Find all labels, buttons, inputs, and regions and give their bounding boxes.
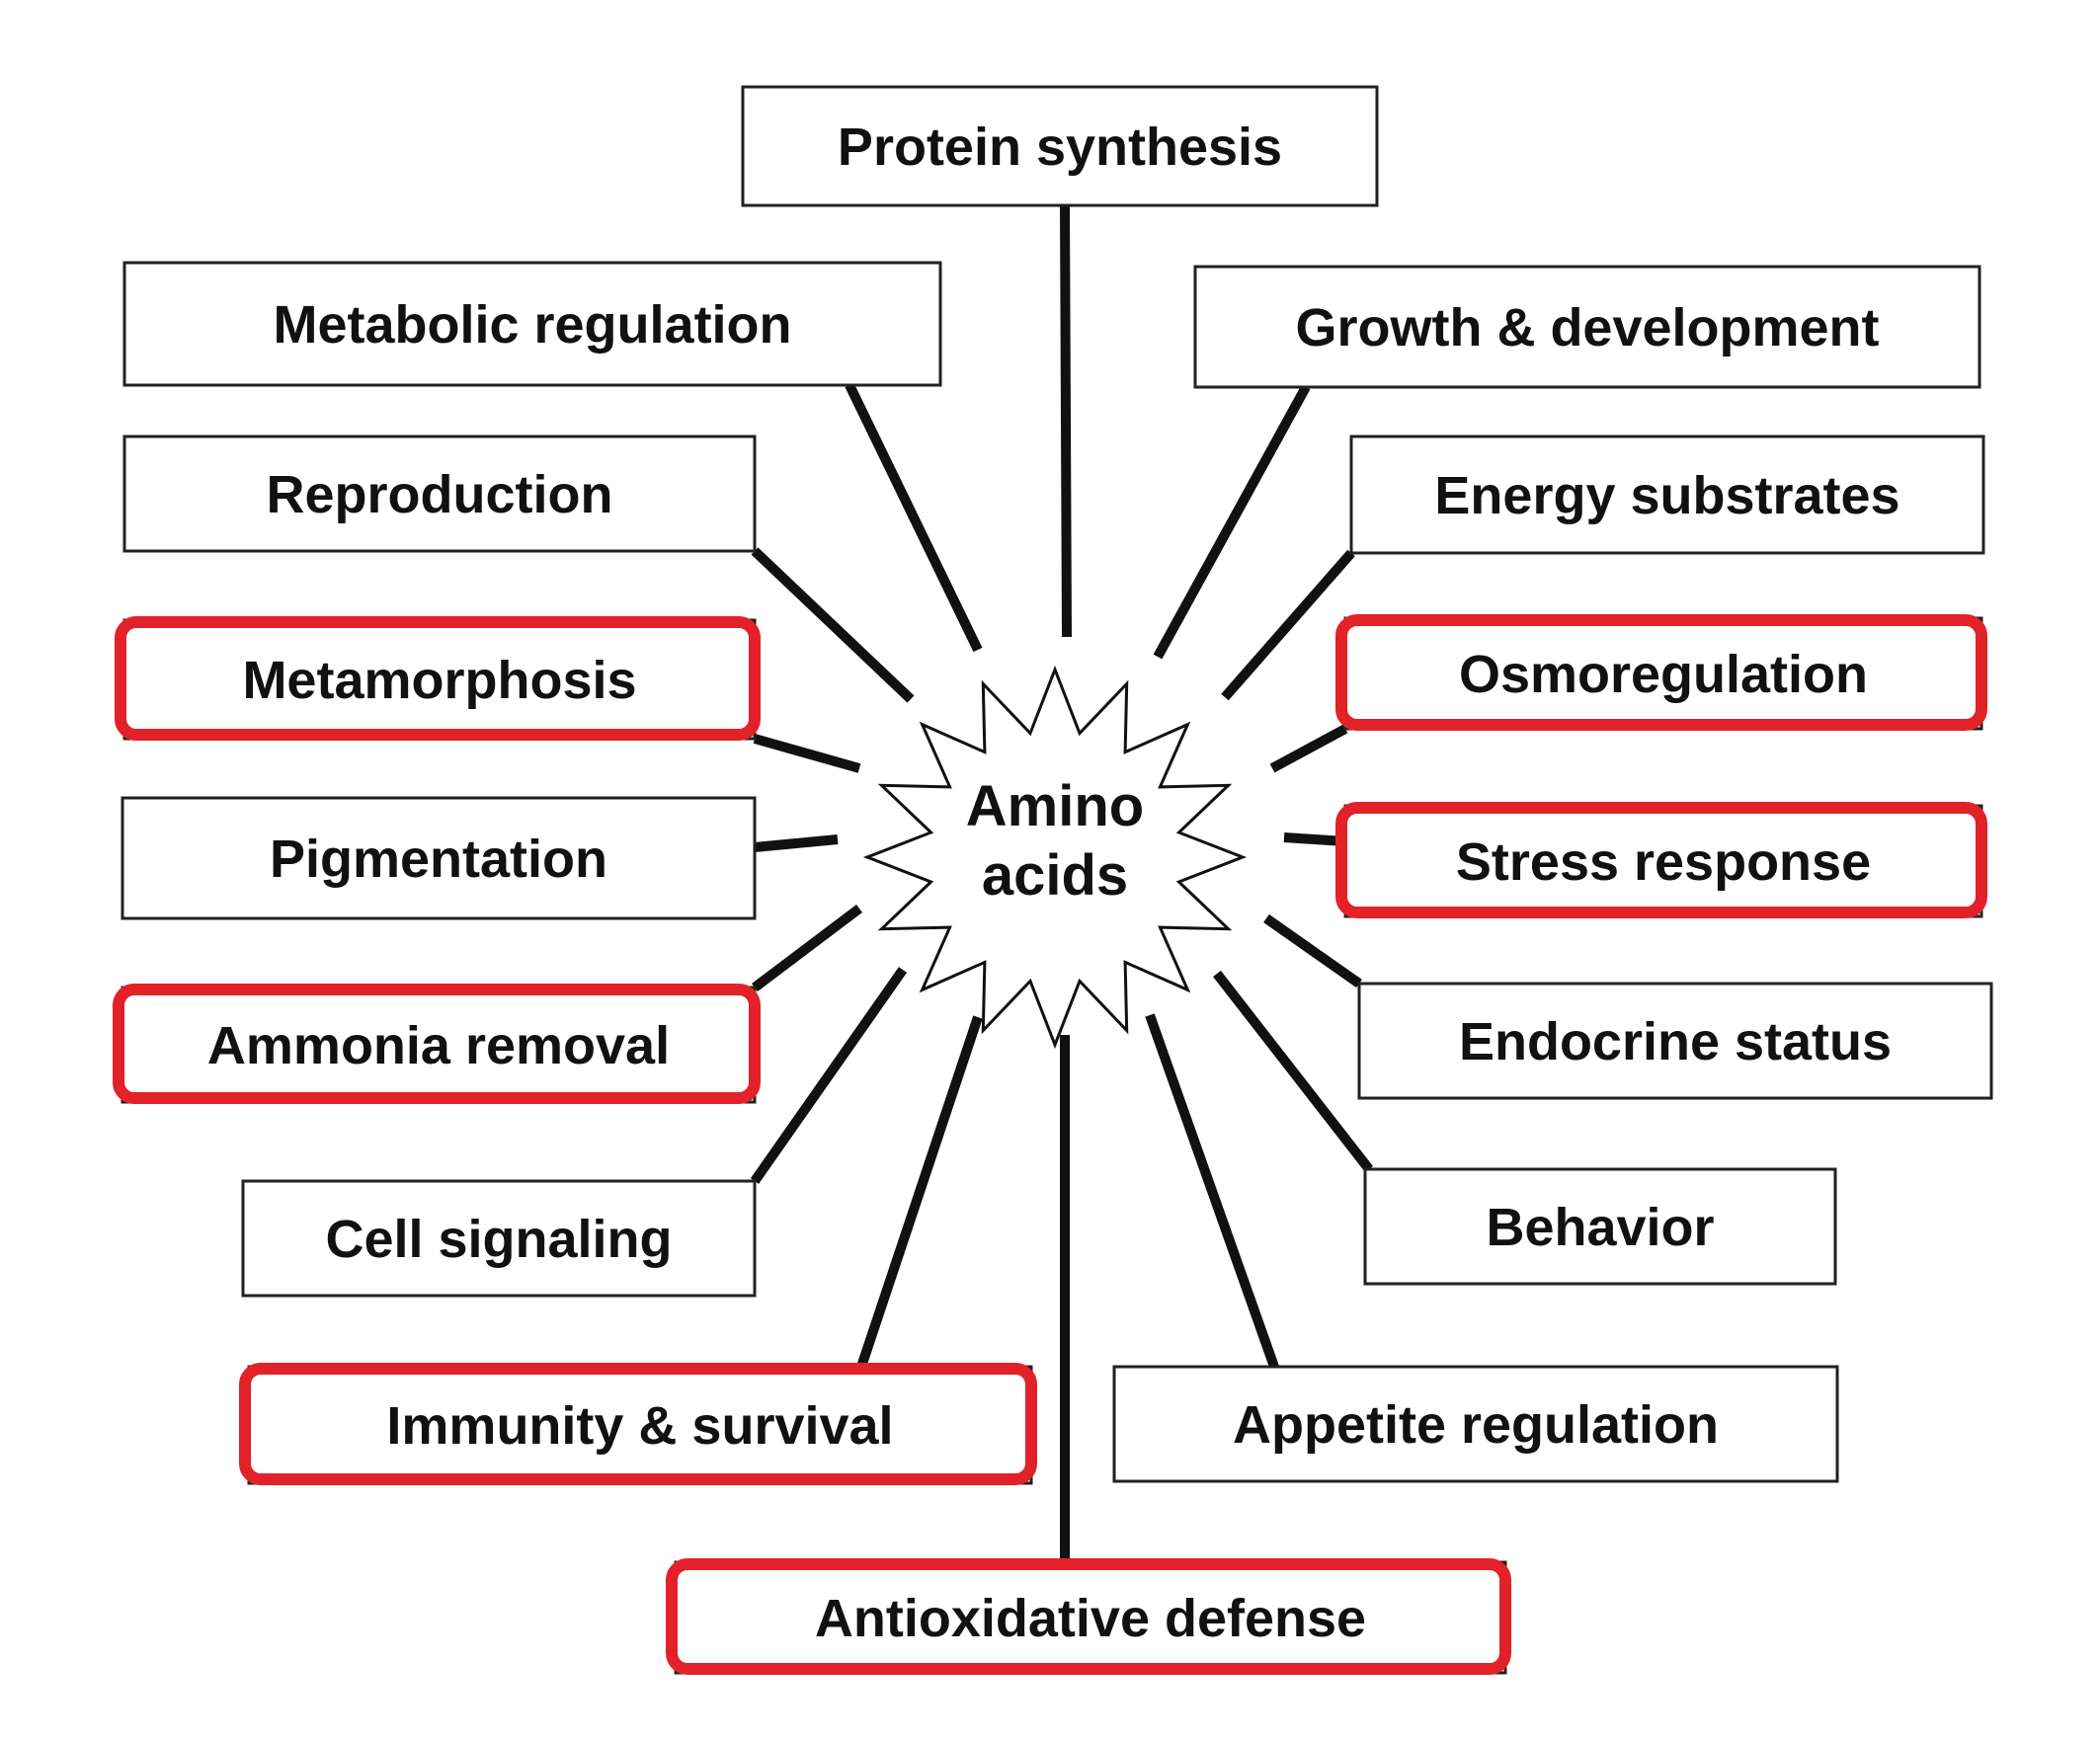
protein-synthesis-label: Protein synthesis bbox=[838, 118, 1282, 177]
growth-development-connector bbox=[1153, 384, 1311, 660]
pigmentation-connector bbox=[754, 834, 839, 852]
antioxidative-defense-label: Antioxidative defense bbox=[815, 1589, 1366, 1648]
protein-synthesis-connector bbox=[1060, 204, 1072, 638]
pigmentation-box-frame bbox=[121, 796, 757, 920]
stress-response-box: Stress response bbox=[1335, 802, 1987, 918]
endocrine-status-label: Endocrine status bbox=[1459, 1012, 1892, 1071]
appetite-regulation-connector bbox=[1145, 1013, 1279, 1369]
immunity-survival-label: Immunity & survival bbox=[386, 1396, 893, 1456]
antioxidative-defense-box: Antioxidative defense bbox=[666, 1558, 1511, 1675]
ammonia-removal-connector bbox=[751, 905, 863, 991]
reproduction-connector bbox=[751, 547, 915, 703]
endocrine-status-box: Endocrine status bbox=[1357, 982, 1993, 1100]
immunity-survival-highlight bbox=[239, 1363, 1037, 1485]
antioxidative-defense-highlight bbox=[666, 1558, 1511, 1675]
metabolic-regulation-box: Metabolic regulation bbox=[122, 261, 942, 387]
behavior-box-frame bbox=[1363, 1167, 1837, 1286]
endocrine-status-box-frame bbox=[1357, 982, 1993, 1100]
metabolic-regulation-label: Metabolic regulation bbox=[273, 295, 791, 355]
behavior-box: Behavior bbox=[1363, 1167, 1837, 1286]
osmoregulation-connector bbox=[1269, 724, 1348, 773]
energy-substrates-label: Energy substrates bbox=[1434, 466, 1899, 525]
ammonia-removal-highlight bbox=[113, 984, 761, 1104]
energy-substrates-box-frame bbox=[1349, 435, 1985, 555]
metabolic-regulation-box-frame bbox=[122, 261, 942, 387]
immunity-survival-connector bbox=[856, 1015, 983, 1369]
endocrine-status-connector bbox=[1263, 913, 1362, 989]
metamorphosis-box: Metamorphosis bbox=[115, 616, 761, 741]
behavior-label: Behavior bbox=[1486, 1198, 1714, 1257]
cell-signaling-connector bbox=[750, 967, 908, 1184]
reproduction-box: Reproduction bbox=[122, 435, 757, 553]
connector-lines bbox=[750, 204, 1373, 1562]
metamorphosis-box-frame bbox=[122, 618, 757, 741]
metabolic-regulation-connector bbox=[845, 382, 983, 653]
metamorphosis-highlight bbox=[115, 616, 761, 741]
osmoregulation-label: Osmoregulation bbox=[1459, 645, 1868, 704]
protein-synthesis-box: Protein synthesis bbox=[741, 85, 1379, 207]
cell-signaling-box: Cell signaling bbox=[241, 1179, 757, 1298]
reproduction-label: Reproduction bbox=[267, 465, 613, 524]
pigmentation-box: Pigmentation bbox=[121, 796, 757, 920]
immunity-survival-box: Immunity & survival bbox=[239, 1363, 1037, 1485]
metamorphosis-connector bbox=[753, 734, 861, 773]
center-star bbox=[862, 665, 1248, 1050]
growth-development-box-frame bbox=[1193, 265, 1981, 389]
energy-substrates-connector bbox=[1221, 549, 1355, 701]
appetite-regulation-box-frame bbox=[1112, 1365, 1839, 1483]
cell-signaling-box-frame bbox=[241, 1179, 757, 1298]
reproduction-box-frame bbox=[122, 435, 757, 553]
appetite-regulation-box: Appetite regulation bbox=[1112, 1365, 1839, 1483]
appetite-regulation-label: Appetite regulation bbox=[1233, 1395, 1719, 1455]
stress-response-label: Stress response bbox=[1456, 832, 1871, 892]
protein-synthesis-box-frame bbox=[741, 85, 1379, 207]
osmoregulation-box: Osmoregulation bbox=[1335, 614, 1987, 731]
behavior-connector bbox=[1213, 970, 1373, 1173]
ammonia-removal-box: Ammonia removal bbox=[113, 984, 761, 1104]
metamorphosis-label: Metamorphosis bbox=[242, 651, 636, 710]
cell-signaling-label: Cell signaling bbox=[325, 1210, 672, 1269]
center-label-acids: acids bbox=[982, 843, 1128, 908]
ammonia-removal-label: Ammonia removal bbox=[207, 1016, 670, 1075]
pigmentation-label: Pigmentation bbox=[270, 830, 607, 889]
energy-substrates-box: Energy substrates bbox=[1349, 435, 1985, 555]
growth-development-box: Growth & development bbox=[1193, 265, 1981, 389]
stress-response-highlight bbox=[1335, 802, 1987, 918]
osmoregulation-highlight bbox=[1335, 614, 1987, 731]
stress-response-connector bbox=[1283, 832, 1346, 846]
growth-development-label: Growth & development bbox=[1295, 298, 1879, 357]
center-label-amino: Amino bbox=[966, 774, 1144, 838]
